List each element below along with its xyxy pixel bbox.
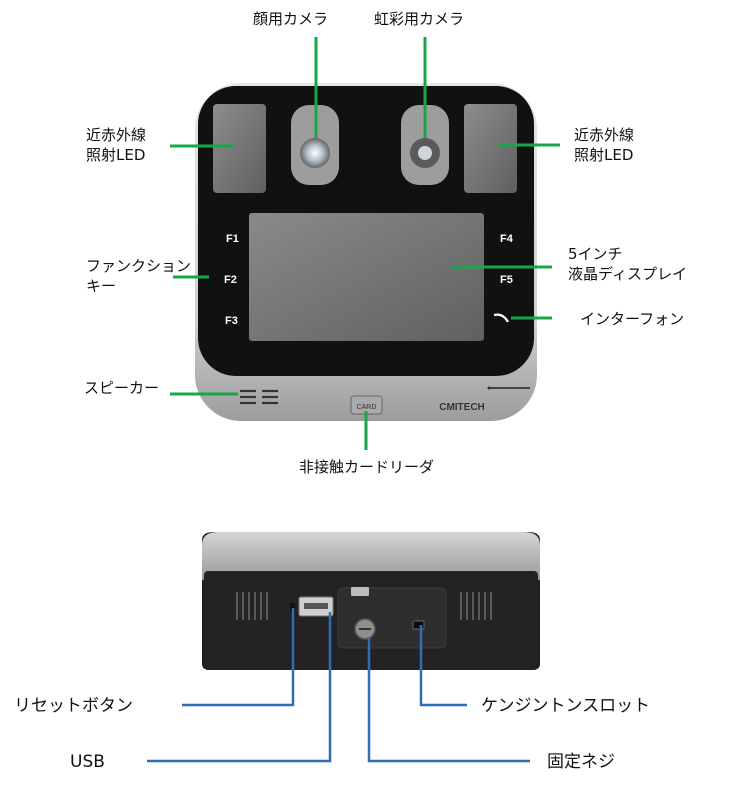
usb-port-inner (304, 603, 328, 609)
vent-right (460, 592, 492, 620)
label-function-key-line2: キー (86, 277, 117, 295)
bottom-leader-lines (147, 608, 530, 763)
key-f2[interactable]: F2 (224, 274, 237, 286)
card-button-label: CARD (357, 404, 377, 411)
bottom-top-edge (202, 532, 540, 580)
key-f5[interactable]: F5 (500, 274, 513, 286)
label-card-reader: 非接触カードリーダ (299, 458, 435, 476)
label-intercom: インターフォン (580, 310, 685, 328)
key-f3[interactable]: F3 (225, 315, 238, 327)
iris-lens-glass (418, 146, 432, 160)
front-leader-lines (170, 37, 560, 450)
lcd-display (249, 213, 484, 341)
face-camera-lens (300, 138, 330, 168)
handset-icon (493, 313, 509, 323)
bottom-device (202, 532, 540, 670)
kensington-slot[interactable] (412, 620, 425, 630)
label-nir-led-right-line2: 照射LED (574, 146, 634, 164)
vent-left (236, 592, 268, 620)
label-screw: 固定ネジ (547, 752, 615, 772)
key-f4[interactable]: F4 (500, 233, 514, 245)
label-display-line1: 5インチ (568, 245, 623, 263)
label-function-key: ファンクション キー (86, 256, 191, 296)
label-nir-led-left: 近赤外線 照射LED (86, 125, 146, 165)
indicator-dot (487, 386, 491, 390)
nir-led-panel-left (213, 104, 266, 193)
reset-button[interactable] (290, 603, 295, 612)
mini-usb-port[interactable] (351, 587, 369, 596)
label-nir-led-right-line1: 近赤外線 (574, 126, 635, 144)
label-speaker: スピーカー (84, 379, 160, 397)
port-cover (337, 587, 447, 649)
label-face-camera: 顔用カメラ (253, 10, 329, 28)
key-f1[interactable]: F1 (226, 233, 239, 245)
label-reset: リセットボタン (14, 696, 133, 716)
brand-logo: CMITECH (439, 402, 485, 413)
label-usb: USB (70, 752, 105, 772)
label-nir-led-right: 近赤外線 照射LED (574, 125, 634, 165)
label-nir-led-left-line1: 近赤外線 (86, 126, 147, 144)
label-display: 5インチ 液晶ディスプレイ (568, 244, 687, 284)
label-display-line2: 液晶ディスプレイ (568, 265, 687, 283)
speaker-grille (240, 389, 278, 405)
label-nir-led-left-line2: 照射LED (86, 146, 146, 164)
label-iris-camera: 虹彩用カメラ (374, 10, 465, 28)
nir-led-panel-right (464, 104, 517, 193)
label-kensington: ケンジントンスロット (481, 696, 651, 716)
front-device: CARD CMITECH F1 F2 F3 F4 F5 (195, 83, 537, 421)
label-function-key-line1: ファンクション (86, 257, 192, 275)
